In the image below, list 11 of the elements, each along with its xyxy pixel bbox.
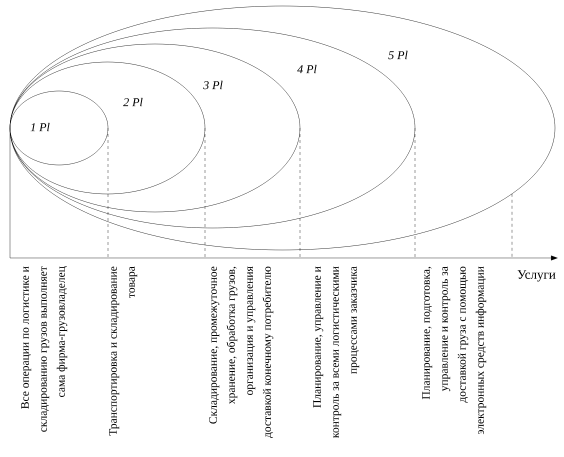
level-label: 1 Pl xyxy=(30,122,50,132)
service-description: Транспортировка и складирование товара xyxy=(109,266,138,436)
service-description: Все операции по логистике и складированию грузов выполняет сама фирма-грузовладелец xyxy=(21,266,68,432)
level-label: 5 Pl xyxy=(388,50,408,60)
level-label: 2 Pl xyxy=(123,98,143,106)
level-label: 3 Pl xyxy=(203,80,223,90)
axis-label: Услуги xyxy=(518,270,556,282)
service-description: Складирование, промежуточное хранение, обработка грузов, организация и управления доставкой конечному потребителю xyxy=(209,266,274,438)
service-description: Планирование, подготовка, управление и контроль за доставкой груза с помощью электронных средств информации xyxy=(422,266,486,434)
level-label: 4 Pl xyxy=(297,64,317,74)
service-description: Планирование, управление и контроль за всеми логистическими процессами заказчика xyxy=(313,266,360,438)
